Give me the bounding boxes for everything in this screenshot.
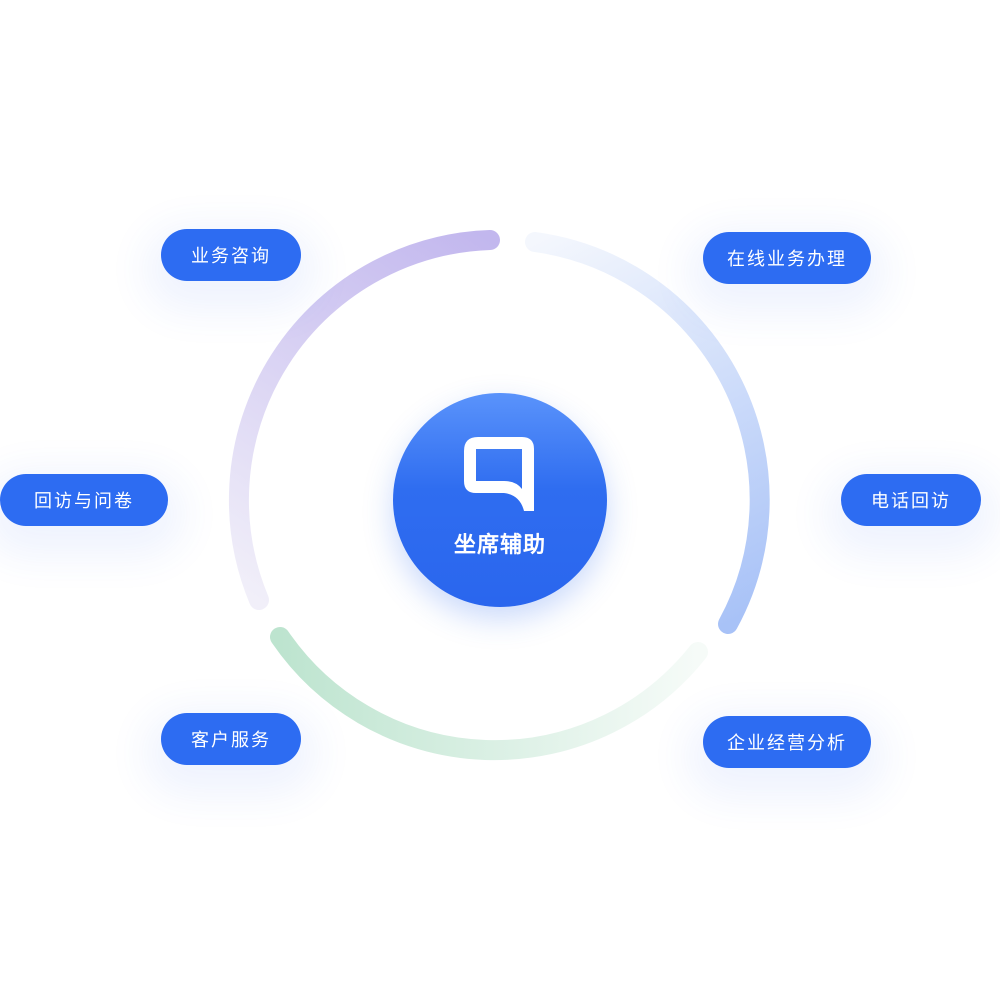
node-online-business[interactable]: 在线业务办理 (703, 232, 871, 284)
node-revisit-survey[interactable]: 回访与问卷 (0, 474, 168, 526)
node-phone-revisit[interactable]: 电话回访 (841, 474, 981, 526)
node-enterprise-analysis[interactable]: 企业经营分析 (703, 716, 871, 768)
document-logo-icon (464, 437, 534, 511)
node-customer-service[interactable]: 客户服务 (161, 713, 301, 765)
hub-title: 坐席辅助 (453, 533, 546, 558)
center-hub: 坐席辅助 (393, 393, 607, 607)
arc-purple (228, 230, 500, 610)
arc-blue (525, 232, 770, 634)
node-business-consult[interactable]: 业务咨询 (161, 229, 301, 281)
arc-green (270, 627, 708, 761)
